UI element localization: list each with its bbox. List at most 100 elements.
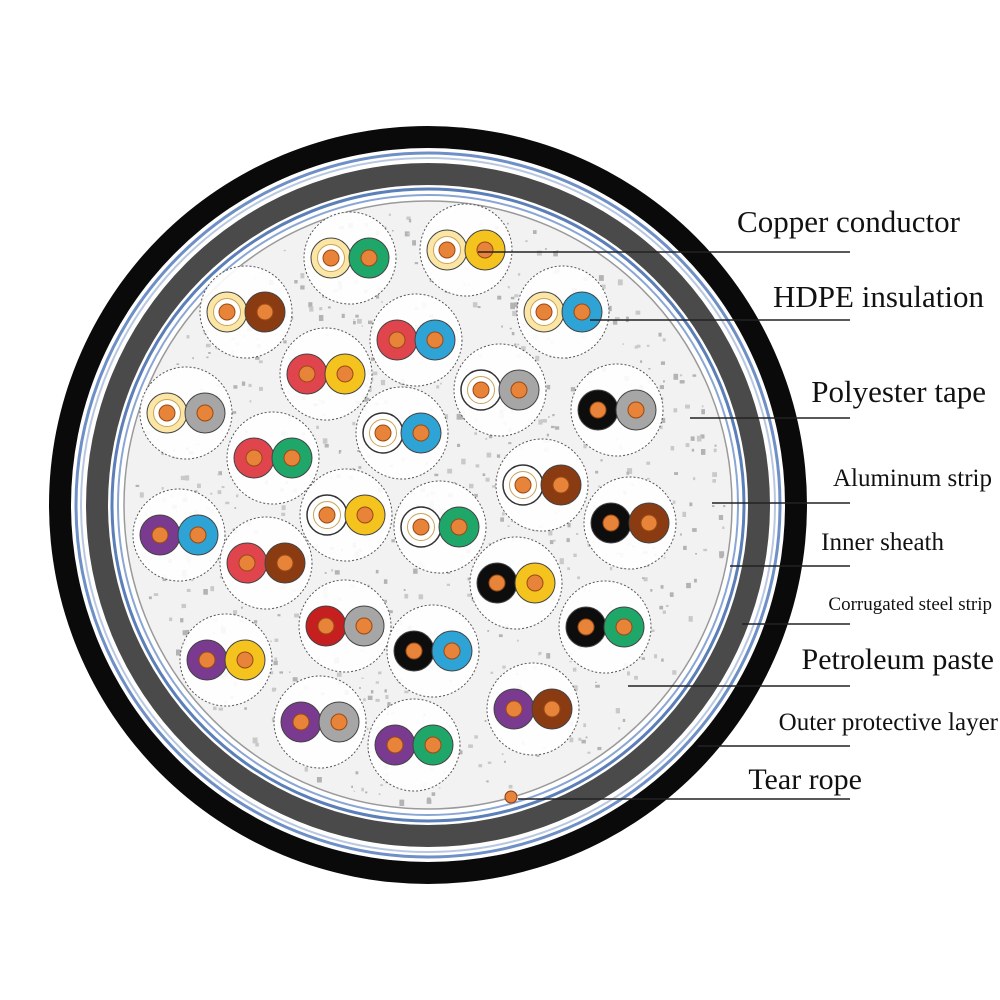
paste-speck — [365, 791, 368, 794]
paste-speck — [583, 443, 587, 449]
paste-speck — [375, 681, 379, 684]
paste-speck — [244, 707, 247, 710]
paste-speck — [391, 539, 395, 543]
paste-speck — [569, 737, 574, 743]
copper-conductor — [198, 651, 216, 669]
paste-speck — [234, 507, 237, 509]
paste-speck — [318, 315, 324, 321]
paste-speck — [376, 294, 380, 299]
paste-speck — [700, 434, 705, 439]
paste-speck — [549, 356, 552, 358]
twisted-pair — [583, 476, 677, 570]
paste-speck — [482, 473, 486, 477]
paste-speck — [249, 400, 252, 403]
paste-speck — [274, 638, 279, 642]
paste-speck — [662, 610, 666, 614]
label-petroleum-paste: Petroleum paste — [801, 643, 994, 676]
paste-speck — [501, 753, 504, 755]
paste-speck — [182, 630, 187, 636]
paste-speck — [181, 603, 187, 609]
paste-speck — [456, 413, 462, 420]
paste-speck — [508, 442, 512, 445]
paste-speck — [672, 500, 676, 504]
paste-speck — [273, 660, 278, 666]
paste-speck — [233, 610, 238, 615]
twisted-pair — [132, 488, 226, 582]
twisted-pair — [199, 265, 293, 359]
paste-speck — [288, 521, 290, 523]
paste-speck — [533, 230, 537, 234]
paste-speck — [617, 279, 623, 286]
paste-speck — [510, 296, 515, 300]
paste-speck — [662, 338, 666, 342]
copper-conductor — [318, 506, 336, 524]
paste-speck — [399, 799, 405, 806]
copper-conductor — [196, 404, 214, 422]
paste-speck — [294, 280, 298, 284]
paste-speck — [719, 555, 724, 559]
paste-speck — [601, 284, 606, 289]
paste-speck — [219, 575, 224, 579]
paste-speck — [625, 319, 629, 323]
paste-speck — [635, 310, 641, 315]
paste-speck — [581, 739, 586, 744]
paste-speck — [654, 654, 658, 659]
paste-speck — [203, 589, 208, 595]
copper-conductor — [640, 514, 658, 532]
paste-speck — [670, 592, 674, 597]
paste-speck — [404, 690, 409, 694]
paste-speck — [622, 343, 624, 345]
paste-speck — [185, 629, 190, 635]
copper-conductor — [158, 404, 176, 422]
paste-speck — [309, 306, 314, 312]
twisted-pair — [355, 386, 449, 480]
paste-speck — [554, 426, 560, 430]
paste-speck — [538, 419, 543, 425]
paste-speck — [685, 443, 690, 448]
paste-speck — [378, 671, 382, 675]
paste-speck — [566, 538, 570, 543]
paste-speck — [357, 450, 360, 452]
twisted-pair — [273, 675, 367, 769]
paste-speck — [478, 764, 483, 768]
copper-conductor — [602, 514, 620, 532]
paste-speck — [208, 352, 211, 354]
corrugated-steel-strip — [74, 151, 782, 859]
paste-speck — [358, 466, 362, 469]
paste-speck — [341, 313, 345, 318]
paste-speck — [600, 459, 603, 462]
paste-speck — [719, 551, 725, 557]
paste-speck — [551, 425, 555, 429]
paste-speck — [474, 493, 478, 498]
paste-speck — [660, 585, 664, 589]
paste-speck — [361, 677, 364, 679]
paste-speck — [283, 249, 286, 252]
paste-speck — [680, 533, 682, 536]
paste-speck — [365, 397, 370, 401]
twisted-pair — [386, 604, 480, 698]
paste-speck — [701, 409, 705, 415]
paste-speck — [496, 454, 501, 458]
paste-speck — [233, 385, 238, 389]
paste-speck — [546, 653, 551, 659]
paste-speck — [651, 629, 655, 632]
paste-speck — [375, 569, 379, 574]
paste-speck — [507, 286, 510, 288]
paste-speck — [438, 787, 441, 789]
paste-speck — [501, 325, 503, 328]
paste-speck — [534, 530, 536, 532]
copper-conductor — [510, 381, 528, 399]
paste-speck — [387, 702, 391, 707]
steel-strip-gap — [80, 157, 776, 853]
paste-speck — [517, 273, 521, 276]
paste-speck — [511, 332, 515, 336]
paste-speck — [418, 594, 424, 600]
paste-speck — [217, 473, 220, 476]
paste-speck — [614, 317, 620, 321]
paste-speck — [406, 216, 411, 220]
paste-speck — [353, 319, 355, 321]
paste-speck — [595, 684, 600, 688]
label-aluminum-strip: Aluminum strip — [832, 465, 992, 492]
paste-speck — [490, 671, 494, 674]
copper-conductor — [238, 554, 256, 572]
